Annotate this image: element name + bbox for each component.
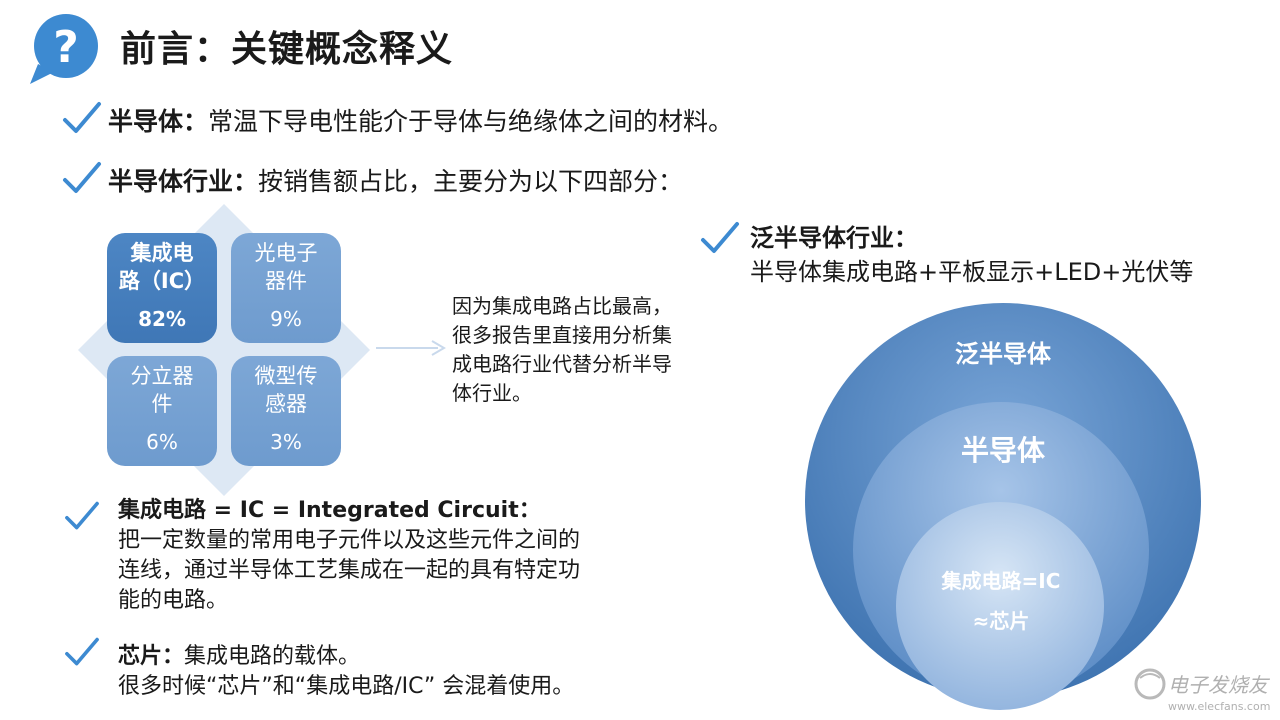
quad-cell-optoelectronics: 光电子 器件 9%: [231, 233, 341, 343]
venn-middle-label: 半导体: [961, 434, 1046, 467]
venn-inner-label: 集成电路=IC: [941, 569, 1061, 593]
watermark-url: www.elecfans.com: [1168, 700, 1270, 713]
watermark-text: 电子发烧友: [1168, 673, 1271, 697]
pan-semiconductor-term: 泛半导体行业：: [750, 224, 918, 252]
semiconductor-definition: 半导体：常温下导电性能介于导体与绝缘体之间的材料。: [108, 106, 733, 138]
arrow-right-icon: [376, 340, 446, 356]
venn-inner-label: ≈芯片: [973, 609, 1030, 633]
inner-circle: [896, 502, 1104, 710]
ic-desc-line: 能的电路。: [118, 588, 229, 613]
industry-desc: 按销售额占比，主要分为以下四部分：: [258, 167, 684, 196]
nested-circles-diagram: 泛半导体 半导体 集成电路=IC ≈芯片: [805, 303, 1201, 710]
quad-cell-percent: 9%: [270, 307, 302, 331]
svg-text:?: ?: [53, 22, 79, 73]
industry-term: 半导体行业：: [108, 167, 259, 196]
check-icon: [63, 162, 101, 193]
check-icon: [63, 102, 101, 133]
chip-desc-line: 集成电路的载体。: [184, 644, 361, 669]
chip-definition: 芯片：集成电路的载体。 很多时候“芯片”和“集成电路/IC” 会混着使用。: [118, 642, 718, 702]
quad-cell-ic: 集成电 路（IC） 82%: [107, 233, 217, 343]
semiconductor-term: 半导体：: [108, 107, 209, 136]
venn-outer-label: 泛半导体: [955, 340, 1052, 368]
quad-cell-sensors: 微型传 感器 3%: [231, 356, 341, 466]
ic-term: 集成电路 = IC = Integrated Circuit：: [118, 498, 541, 523]
quad-cell-label: 微型传: [254, 364, 318, 388]
ic-desc-line: 连线，通过半导体工艺集成在一起的具有特定功: [118, 558, 581, 583]
quad-cell-label: 件: [151, 392, 173, 416]
quad-cell-label: 感器: [265, 392, 307, 416]
check-icon: [65, 637, 99, 666]
quad-cell-label: 集成电: [130, 241, 194, 265]
ic-desc-line: 把一定数量的常用电子元件以及这些元件之间的: [118, 528, 581, 553]
check-icon: [65, 501, 99, 530]
watermark-logo: 电子发烧友 www.elecfans.com: [1134, 668, 1271, 713]
quad-cell-percent: 82%: [138, 307, 186, 331]
quad-cell-label: 光电子: [254, 241, 318, 265]
quad-cell-percent: 3%: [270, 430, 302, 454]
page-title: 前言：关键概念释义: [120, 29, 454, 70]
quad-cell-label: 分立器: [130, 364, 194, 388]
pan-semiconductor-definition: 泛半导体行业： 半导体集成电路+平板显示+LED+光伏等: [750, 222, 1193, 288]
pan-semiconductor-desc: 半导体集成电路+平板显示+LED+光伏等: [750, 258, 1194, 286]
chip-term: 芯片：: [118, 644, 185, 669]
chip-desc-line: 很多时候“芯片”和“集成电路/IC” 会混着使用。: [118, 674, 575, 699]
quad-cell-label: 路（IC）: [118, 269, 206, 293]
industry-definition: 半导体行业：按销售额占比，主要分为以下四部分：: [108, 166, 683, 198]
quad-cell-discrete: 分立器 件 6%: [107, 356, 217, 466]
check-icon: [701, 222, 739, 253]
semiconductor-desc: 常温下导电性能介于导体与绝缘体之间的材料。: [208, 107, 734, 136]
quad-cell-label: 器件: [265, 269, 307, 293]
quad-cell-percent: 6%: [146, 430, 178, 454]
ic-share-note: 因为集成电路占比最高，很多报告里直接用分析集成电路行业代替分析半导体行业。: [452, 294, 672, 405]
question-mark-bubble-icon: ?: [30, 14, 98, 84]
ic-definition: 集成电路 = IC = Integrated Circuit： 把一定数量的常用…: [118, 496, 718, 616]
